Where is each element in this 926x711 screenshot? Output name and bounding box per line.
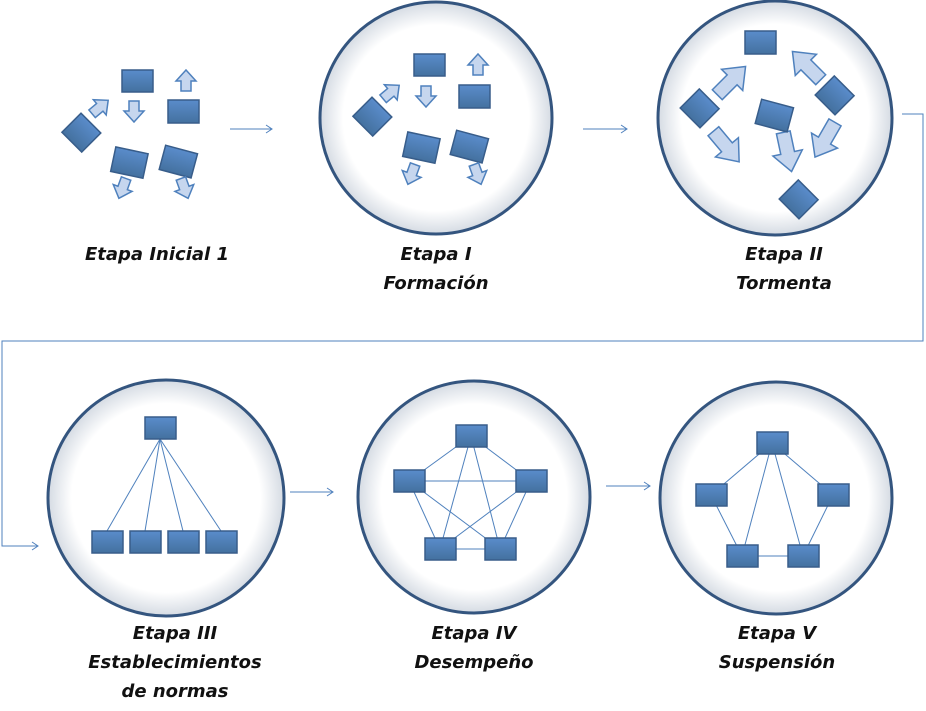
stage-3-links bbox=[106, 438, 222, 532]
member-box bbox=[129, 530, 162, 554]
member-box bbox=[726, 544, 759, 568]
stage-label-formacion: Etapa I Formación bbox=[336, 240, 536, 298]
stage-2-members bbox=[679, 30, 856, 220]
stage-1-circle bbox=[318, 0, 554, 236]
stage-label-line: Formación bbox=[383, 273, 489, 294]
stage-1-members bbox=[351, 53, 491, 165]
stage-label-desempeno: Etapa IV Desempeño bbox=[374, 619, 574, 677]
stage-4-circle bbox=[356, 379, 592, 615]
stage-label-line: Desempeño bbox=[414, 652, 534, 673]
member-box bbox=[515, 469, 548, 493]
arrow-shape bbox=[122, 100, 146, 124]
member-box bbox=[778, 178, 820, 220]
member-box bbox=[756, 431, 789, 455]
member-box bbox=[205, 530, 238, 554]
connector-arrow-3 bbox=[290, 487, 334, 497]
member-box bbox=[455, 424, 488, 448]
member-box bbox=[787, 544, 820, 568]
stage-label-line: Etapa IV bbox=[431, 623, 517, 644]
arrow-shape bbox=[414, 85, 438, 109]
stage-label-line: Etapa V bbox=[737, 623, 817, 644]
stage-label-line: Etapa III bbox=[132, 623, 218, 644]
arrow-shape bbox=[711, 65, 747, 101]
stage-label-normas: Etapa III Establecimientos de normas bbox=[65, 619, 285, 706]
member-box bbox=[754, 98, 795, 133]
stage-0-members bbox=[60, 69, 200, 180]
elbow-connector bbox=[1, 113, 924, 551]
arrow-shape bbox=[810, 117, 843, 159]
stage-label-line: Suspensión bbox=[718, 652, 836, 673]
arrow-shape bbox=[771, 130, 804, 173]
stage-1-arrows bbox=[378, 52, 490, 186]
member-box bbox=[484, 537, 517, 561]
stage-5-members bbox=[695, 431, 850, 568]
arrow-shape bbox=[174, 68, 198, 92]
member-box bbox=[695, 483, 728, 507]
member-box bbox=[449, 129, 490, 164]
stage-label-inicial: Etapa Inicial 1 bbox=[57, 240, 257, 269]
stage-2-arrows bbox=[707, 50, 843, 173]
member-box bbox=[817, 483, 850, 507]
arrow-shape bbox=[466, 52, 490, 76]
stage-3-circle bbox=[46, 378, 286, 618]
stage-circles bbox=[46, 0, 894, 618]
member-box bbox=[351, 96, 393, 138]
stage-label-line: Etapa I bbox=[400, 244, 472, 265]
stage-4-members bbox=[393, 424, 548, 561]
connector-arrow-2 bbox=[583, 124, 628, 134]
stage-label-tormenta: Etapa II Tormenta bbox=[684, 240, 884, 298]
member-box bbox=[91, 530, 124, 554]
connector-arrow-4 bbox=[606, 481, 651, 491]
member-box bbox=[401, 131, 442, 165]
member-box bbox=[109, 146, 150, 180]
arrow-shape bbox=[466, 161, 489, 186]
member-box bbox=[121, 69, 154, 93]
stage-label-line: Establecimientos bbox=[88, 652, 262, 673]
stage-label-line: Etapa II bbox=[745, 244, 823, 265]
stage-3-members bbox=[91, 416, 238, 554]
arrow-shape bbox=[173, 175, 196, 200]
stage-label-line: Tormenta bbox=[736, 273, 832, 294]
member-box bbox=[158, 144, 199, 179]
member-box bbox=[424, 537, 457, 561]
stage-label-line: Etapa Inicial 1 bbox=[85, 244, 229, 265]
member-box bbox=[814, 74, 856, 116]
leader-box bbox=[144, 416, 177, 440]
member-box bbox=[679, 87, 721, 129]
arrow-shape bbox=[378, 83, 401, 104]
member-box bbox=[744, 30, 777, 55]
member-box bbox=[167, 530, 200, 554]
flow-connectors bbox=[1, 113, 924, 551]
arrow-shape bbox=[707, 125, 740, 163]
member-box bbox=[413, 53, 446, 77]
stage-5-circle bbox=[658, 380, 894, 616]
connector-arrow-1 bbox=[230, 124, 273, 134]
stage-label-line: de normas bbox=[121, 681, 229, 702]
stage-label-suspension: Etapa V Suspensión bbox=[677, 619, 877, 677]
arrow-shape bbox=[400, 161, 423, 186]
member-box bbox=[60, 112, 102, 154]
stage-0-arrows bbox=[87, 68, 198, 200]
member-box bbox=[167, 99, 200, 124]
member-box bbox=[393, 469, 426, 493]
arrow-shape bbox=[87, 98, 110, 119]
arrow-shape bbox=[111, 175, 134, 200]
arrow-shape bbox=[791, 50, 827, 86]
member-box bbox=[458, 84, 491, 109]
